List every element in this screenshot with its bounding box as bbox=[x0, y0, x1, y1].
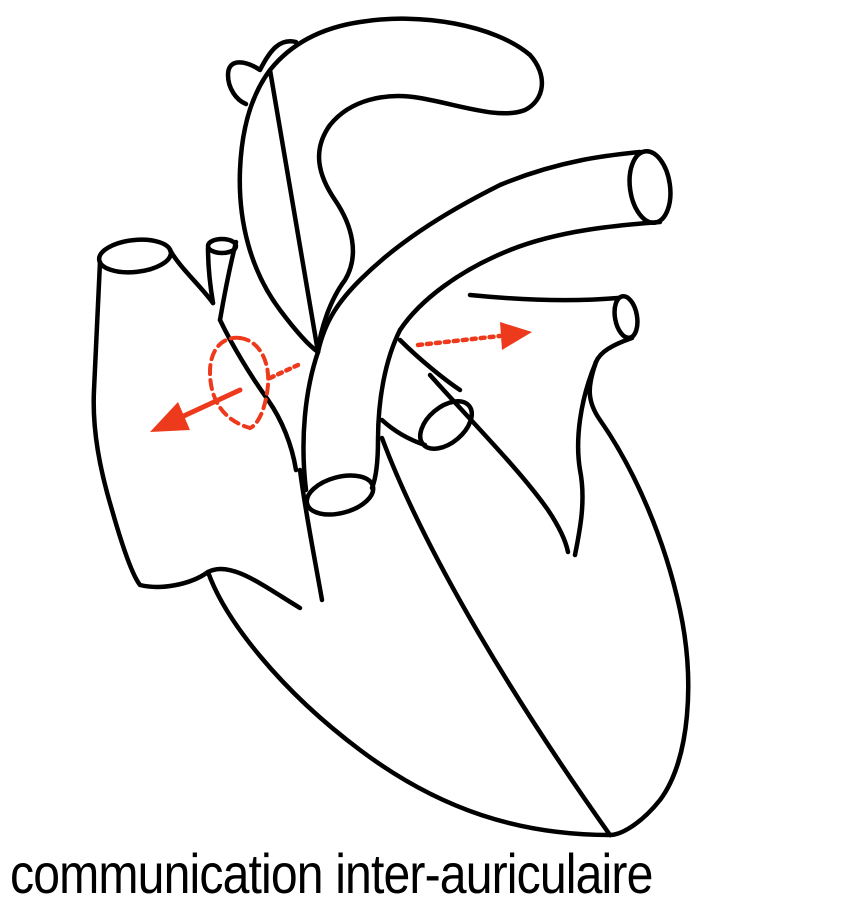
aortic-arch bbox=[237, 16, 545, 355]
pulmonary-trunk bbox=[315, 149, 663, 355]
shunt-indicator bbox=[150, 322, 532, 432]
shunt-dotted-right bbox=[415, 333, 503, 348]
papillary-curve bbox=[572, 359, 599, 558]
small-vessel-top bbox=[205, 236, 239, 256]
brachiocephalic-vessel bbox=[225, 39, 299, 107]
ascending-aorta bbox=[301, 327, 403, 493]
left-ventricle-outline bbox=[587, 359, 691, 838]
shunt-line-left bbox=[172, 387, 243, 423]
ascending-aorta-end bbox=[304, 473, 376, 517]
inner-wall-left bbox=[297, 467, 325, 603]
vena-cava-right-side bbox=[167, 247, 216, 306]
defect-oval bbox=[238, 336, 271, 430]
diagram-caption: communication inter-auriculaire bbox=[10, 842, 653, 905]
vena-cava-top bbox=[96, 237, 174, 275]
superior-vena-cava bbox=[91, 259, 211, 590]
heart-outline bbox=[91, 16, 691, 838]
right-heart-outline bbox=[205, 317, 613, 838]
pulmonary-vein bbox=[467, 292, 635, 365]
pulmonary-vein-end bbox=[612, 293, 640, 341]
defect-oval-back bbox=[207, 335, 252, 430]
inner-wall-right bbox=[427, 372, 571, 555]
inner-vessel-end bbox=[418, 399, 474, 451]
septum-line bbox=[379, 435, 613, 838]
arrow-left-icon bbox=[150, 402, 190, 432]
shunt-dotted-middle bbox=[267, 362, 301, 381]
pulmonary-artery-right-end bbox=[627, 148, 673, 226]
arrow-right-icon bbox=[500, 322, 532, 350]
